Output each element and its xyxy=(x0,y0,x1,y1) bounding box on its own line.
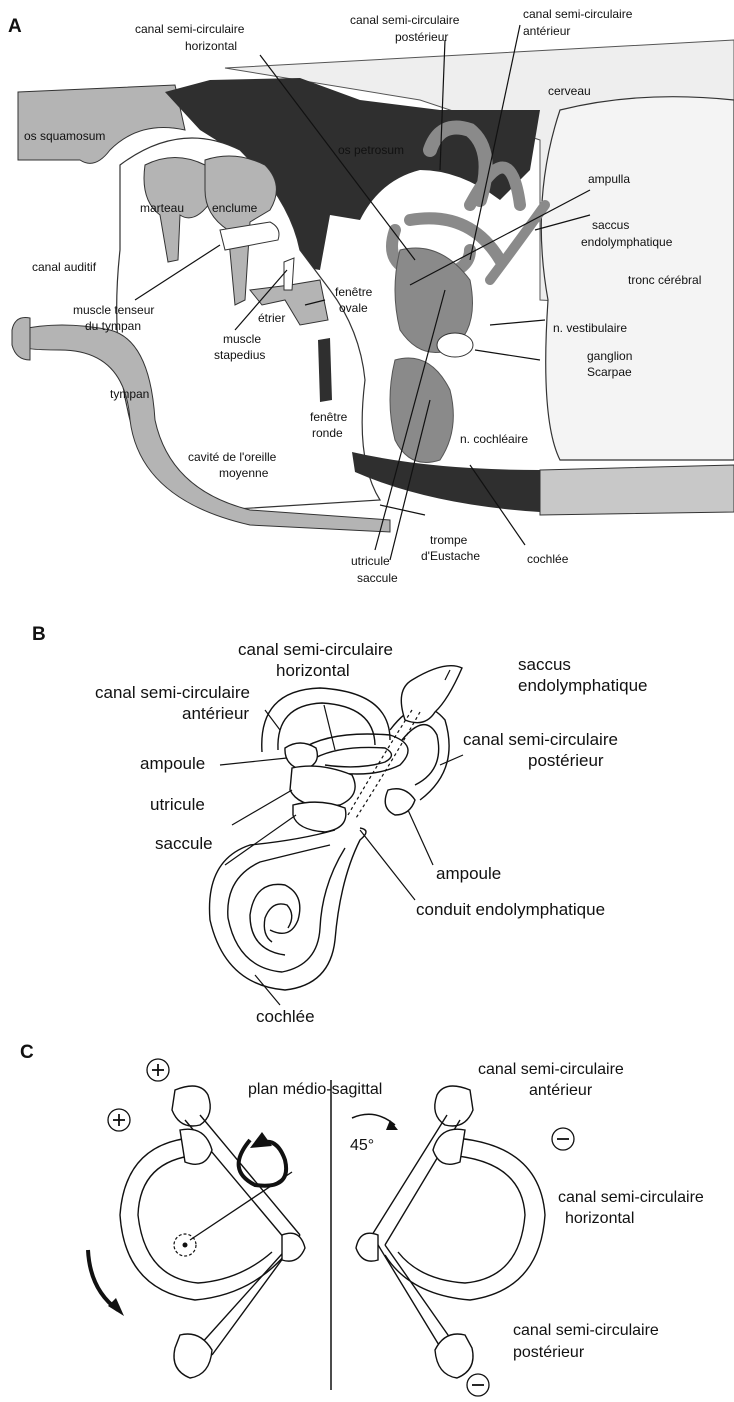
label-b-saccus-1: saccus xyxy=(518,655,571,674)
label-a-muscle-stapedius-2: stapedius xyxy=(214,348,265,362)
label-a-canal-anterieur-2: antérieur xyxy=(523,24,570,38)
label-c-canal-horizontal-2: horizontal xyxy=(565,1210,634,1227)
label-a-trompe-2: d'Eustache xyxy=(421,549,480,563)
angle-arrowhead xyxy=(386,1120,398,1130)
label-a-cavite-2: moyenne xyxy=(219,466,269,480)
label-b-utricule: utricule xyxy=(150,795,205,814)
label-a-ganglion-1: ganglion xyxy=(587,349,632,363)
cochlea-b-spiral xyxy=(250,884,300,955)
label-a-n-cochleaire: n. cochléaire xyxy=(460,432,528,446)
cochlea-b-inner xyxy=(228,845,345,972)
cochlea-b-spiral-2 xyxy=(264,904,291,942)
label-a-canal-posterieur-2: postérieur xyxy=(395,30,448,44)
label-a-cavite-1: cavité de l'oreille xyxy=(188,450,277,464)
label-a-saccus-1: saccus xyxy=(592,218,629,232)
saccule-b xyxy=(293,802,346,832)
label-b-canal-horizontal-2: horizontal xyxy=(276,661,350,680)
panel-b-letter: B xyxy=(32,624,46,645)
label-c-canal-posterieur-1: canal semi-circulaire xyxy=(513,1322,659,1339)
label-b-canal-horizontal-1: canal semi-circulaire xyxy=(238,640,393,659)
label-a-trompe-1: trompe xyxy=(430,533,468,547)
cochlea-a xyxy=(390,358,453,463)
left-labyrinth xyxy=(120,1086,305,1378)
lower-dark-bone xyxy=(352,452,540,512)
panel-a: A xyxy=(8,7,734,585)
round-window-bar xyxy=(318,338,332,402)
label-b-ampoule-right: ampoule xyxy=(436,864,501,883)
panel-b: B xyxy=(32,624,647,1026)
label-a-n-vestibulaire: n. vestibulaire xyxy=(553,321,627,335)
label-c-canal-posterieur-2: postérieur xyxy=(513,1344,585,1361)
label-c-canal-anterieur-2: antérieur xyxy=(529,1082,593,1099)
label-a-saccule: saccule xyxy=(357,571,398,585)
anterior-canal-b-inner xyxy=(278,703,375,750)
label-a-cochlee: cochlée xyxy=(527,552,569,566)
label-c-plan: plan médio-sagittal xyxy=(248,1081,382,1098)
label-b-cochlee: cochlée xyxy=(256,1007,315,1026)
stapedius-muscle xyxy=(284,258,294,290)
label-c-angle: 45° xyxy=(350,1137,374,1154)
label-b-saccule: saccule xyxy=(155,834,213,853)
label-c-canal-horizontal-1: canal semi-circulaire xyxy=(558,1189,704,1206)
label-a-tronc-cerebral: tronc cérébral xyxy=(628,273,701,287)
rotation-center-dot xyxy=(183,1243,188,1248)
label-a-canal-horizontal-2: horizontal xyxy=(185,39,237,53)
utricule-b xyxy=(290,766,355,806)
label-b-saccus-2: endolymphatique xyxy=(518,676,647,695)
ampoule-right-b xyxy=(385,789,415,815)
label-a-ganglion-2: Scarpae xyxy=(587,365,632,379)
label-a-muscle-tenseur-1: muscle tenseur xyxy=(73,303,154,317)
canal-floor xyxy=(12,318,30,361)
label-a-fenetre-ovale-2: ovale xyxy=(339,301,368,315)
label-b-canal-posterieur-1: canal semi-circulaire xyxy=(463,730,618,749)
label-a-saccus-2: endolymphatique xyxy=(581,235,673,249)
label-a-fenetre-ovale-1: fenêtre xyxy=(335,285,373,299)
label-a-canal-horizontal-1: canal semi-circulaire xyxy=(135,22,245,36)
label-a-fenetre-ronde-1: fenêtre xyxy=(310,410,348,424)
label-b-ampoule-left: ampoule xyxy=(140,754,205,773)
label-a-enclume: enclume xyxy=(212,201,258,215)
label-b-canal-anterieur-2: antérieur xyxy=(182,704,249,723)
label-a-os-petrosum: os petrosum xyxy=(338,143,404,157)
horizontal-canal-b-inner xyxy=(315,747,392,766)
panel-c: C xyxy=(20,1042,704,1396)
label-a-canal-anterieur-1: canal semi-circulaire xyxy=(523,7,633,21)
label-a-muscle-stapedius-1: muscle xyxy=(223,332,261,346)
brain-lower xyxy=(540,465,734,515)
label-a-ampulla: ampulla xyxy=(588,172,630,186)
label-c-canal-anterieur-1: canal semi-circulaire xyxy=(478,1061,624,1078)
label-a-fenetre-ronde-2: ronde xyxy=(312,426,343,440)
panel-a-letter: A xyxy=(8,16,22,37)
label-a-cerveau: cerveau xyxy=(548,84,591,98)
label-a-tympan: tympan xyxy=(110,387,149,401)
saccus-b xyxy=(401,666,462,723)
minus-circle-right xyxy=(552,1128,574,1150)
plus-circle-left xyxy=(108,1109,130,1131)
plus-circle-top xyxy=(147,1059,169,1081)
head-rotation-arrowhead xyxy=(108,1298,124,1316)
label-a-utricule: utricule xyxy=(351,554,390,568)
label-b-canal-anterieur-1: canal semi-circulaire xyxy=(95,683,250,702)
ganglion-scarpae-shape xyxy=(437,333,473,357)
label-a-canal-auditif: canal auditif xyxy=(32,260,97,274)
label-b-conduit: conduit endolymphatique xyxy=(416,900,605,919)
panel-c-letter: C xyxy=(20,1042,34,1063)
minus-circle-bottom xyxy=(467,1374,489,1396)
anterior-canal-b xyxy=(262,688,390,752)
label-a-marteau: marteau xyxy=(140,201,184,215)
label-a-etrier: étrier xyxy=(258,311,285,325)
label-a-os-squamosum: os squamosum xyxy=(24,129,105,143)
angle-arrow xyxy=(352,1114,395,1125)
label-b-canal-posterieur-2: postérieur xyxy=(528,751,604,770)
label-a-canal-posterieur-1: canal semi-circulaire xyxy=(350,13,460,27)
label-a-muscle-tenseur-2: du tympan xyxy=(85,319,141,333)
